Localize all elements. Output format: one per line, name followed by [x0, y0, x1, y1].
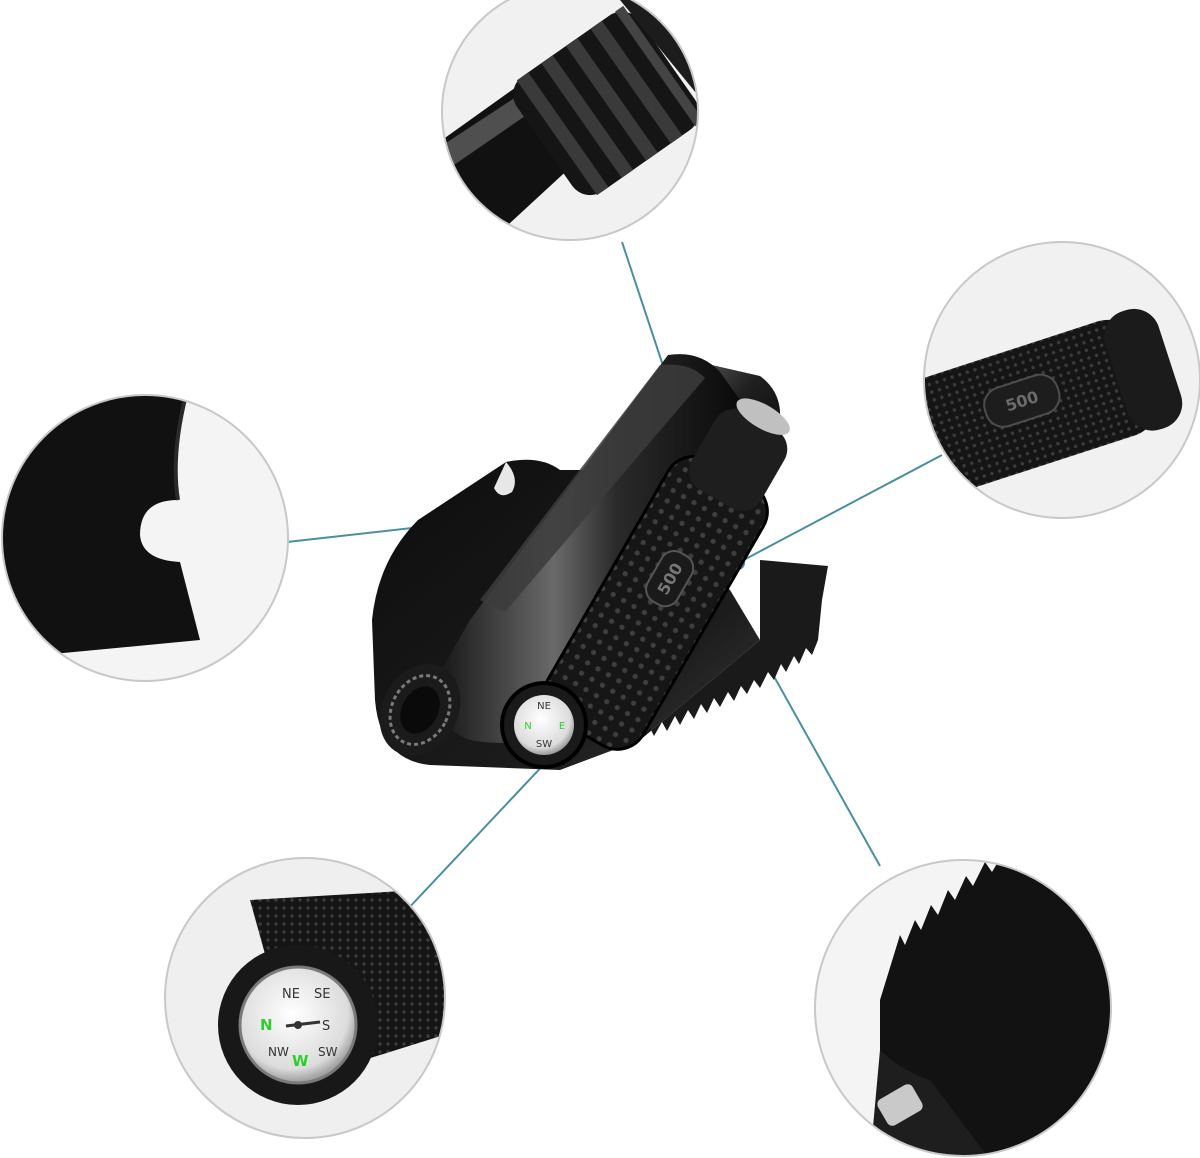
zoom-circle-bottle-opener: [1, 394, 289, 682]
svg-text:SW: SW: [536, 739, 552, 750]
svg-text:SE: SE: [314, 987, 330, 1002]
saw-edge: [640, 560, 828, 740]
zoom-circle-lock-collar: [441, 0, 699, 241]
folded-shovel: 500 NE E N SW: [372, 354, 828, 770]
svg-text:SW: SW: [318, 1045, 338, 1059]
svg-text:N: N: [260, 1016, 273, 1034]
zoom-circle-grip: 500: [923, 241, 1200, 519]
callout-line-bottom-right: [761, 654, 881, 867]
flashlight-lens: [736, 398, 790, 435]
svg-text:N: N: [524, 721, 531, 732]
svg-text:NE: NE: [282, 987, 300, 1002]
callout-line-bottom-left: [404, 759, 549, 913]
handle-scoop: [480, 364, 705, 612]
zoom-circle-compass: NE SE N S W NW SW: [164, 857, 446, 1139]
svg-text:E: E: [559, 721, 565, 732]
handle-tube: [430, 354, 740, 743]
grip-label-plate: [645, 549, 695, 608]
callout-line-right: [737, 454, 943, 564]
svg-text:S: S: [322, 1019, 330, 1034]
blade-notch: [494, 462, 515, 496]
svg-text:NW: NW: [268, 1045, 289, 1059]
svg-text:NE: NE: [537, 701, 551, 712]
zoom-circle-saw: [814, 859, 1112, 1157]
flashlight-head: [689, 409, 788, 511]
compass-face: [514, 695, 574, 755]
svg-text:W: W: [292, 1052, 309, 1070]
